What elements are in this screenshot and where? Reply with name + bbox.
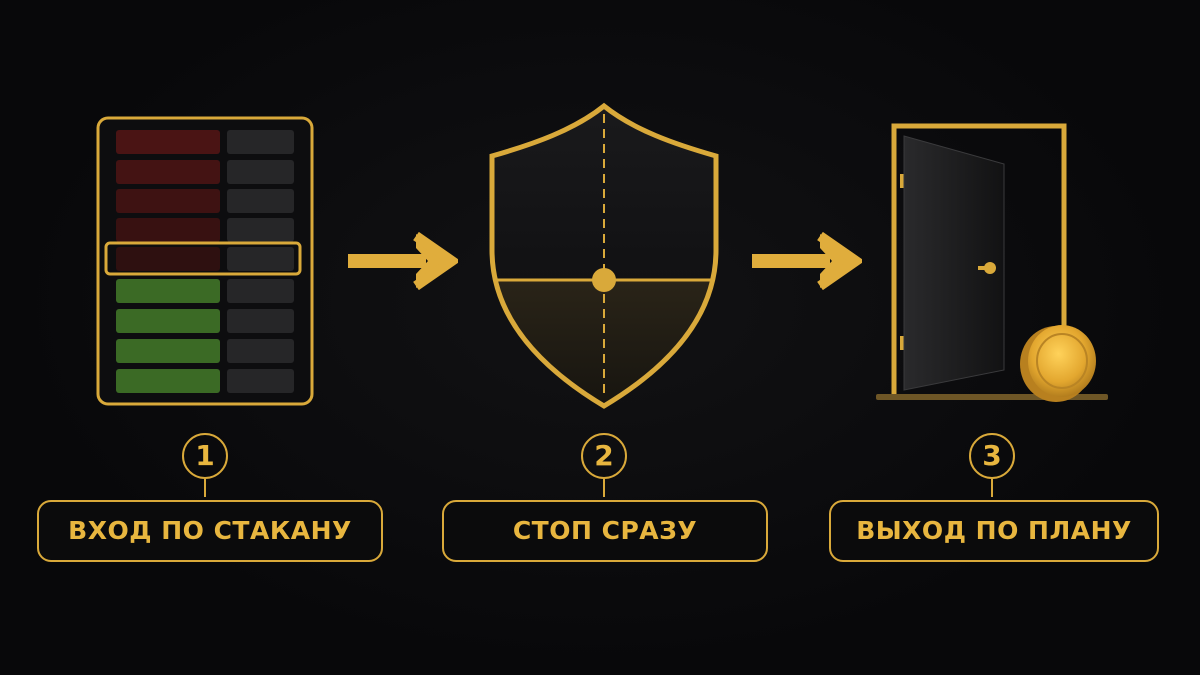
step-number-badge: 2: [581, 433, 627, 479]
badge-connector: [603, 479, 605, 497]
arrow-right-icon: [348, 232, 458, 290]
ask-rows: [116, 130, 220, 271]
order-book-icon: [96, 116, 314, 406]
coin-icon: [1020, 325, 1096, 402]
step-number-badge: 1: [182, 433, 228, 479]
bid-rows: [116, 279, 220, 393]
door-exit-icon: [876, 123, 1108, 402]
badge-connector: [991, 479, 993, 497]
step-number-badge: 3: [969, 433, 1015, 479]
step-label-exit: ВЫХОД ПО ПЛАНУ: [829, 500, 1159, 562]
badge-connector: [204, 479, 206, 497]
volume-column: [227, 130, 294, 393]
step-label-entry: ВХОД ПО СТАКАНУ: [37, 500, 383, 562]
step-label-stop: СТОП СРАЗУ: [442, 500, 768, 562]
shield-icon: [489, 102, 719, 409]
entry-highlight: [104, 241, 302, 276]
arrow-right-icon: [752, 232, 862, 290]
